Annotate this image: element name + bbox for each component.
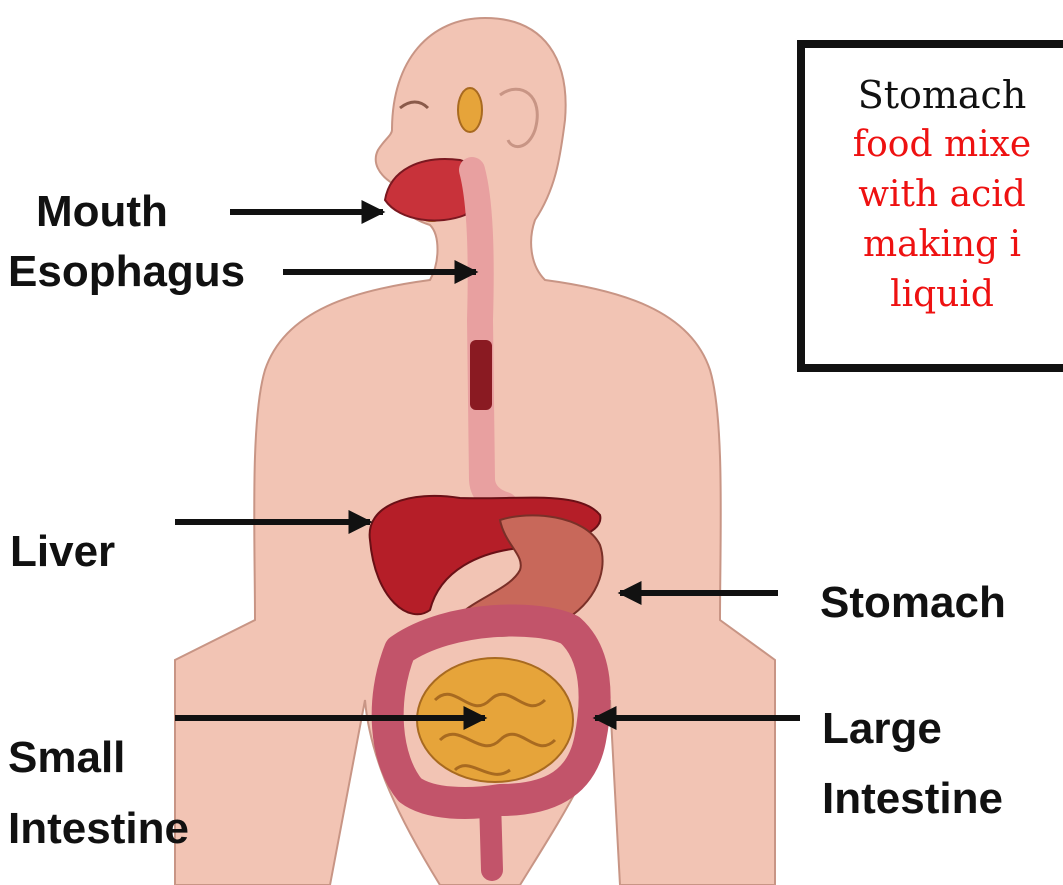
salivary-gland: [458, 88, 482, 132]
info-box-line: liquid: [805, 270, 1063, 320]
info-box-title: Stomach: [805, 70, 1063, 120]
info-box-line: with acid: [805, 170, 1063, 220]
label-small-intestine-line1: Small: [8, 729, 125, 787]
info-box-line: food mixe: [805, 120, 1063, 170]
label-stomach: Stomach: [820, 574, 1006, 632]
label-large-intestine-line2: Intestine: [822, 770, 1003, 828]
esophagus-section: [470, 340, 492, 410]
label-mouth: Mouth: [36, 183, 168, 241]
info-box-line: making i: [805, 220, 1063, 270]
label-esophagus: Esophagus: [8, 243, 245, 301]
stomach-info-box: Stomach food mixe with acid making i liq…: [797, 40, 1063, 372]
label-small-intestine-line2: Intestine: [8, 800, 189, 858]
rectum: [490, 800, 492, 870]
label-liver: Liver: [10, 523, 115, 581]
label-large-intestine-line1: Large: [822, 700, 942, 758]
